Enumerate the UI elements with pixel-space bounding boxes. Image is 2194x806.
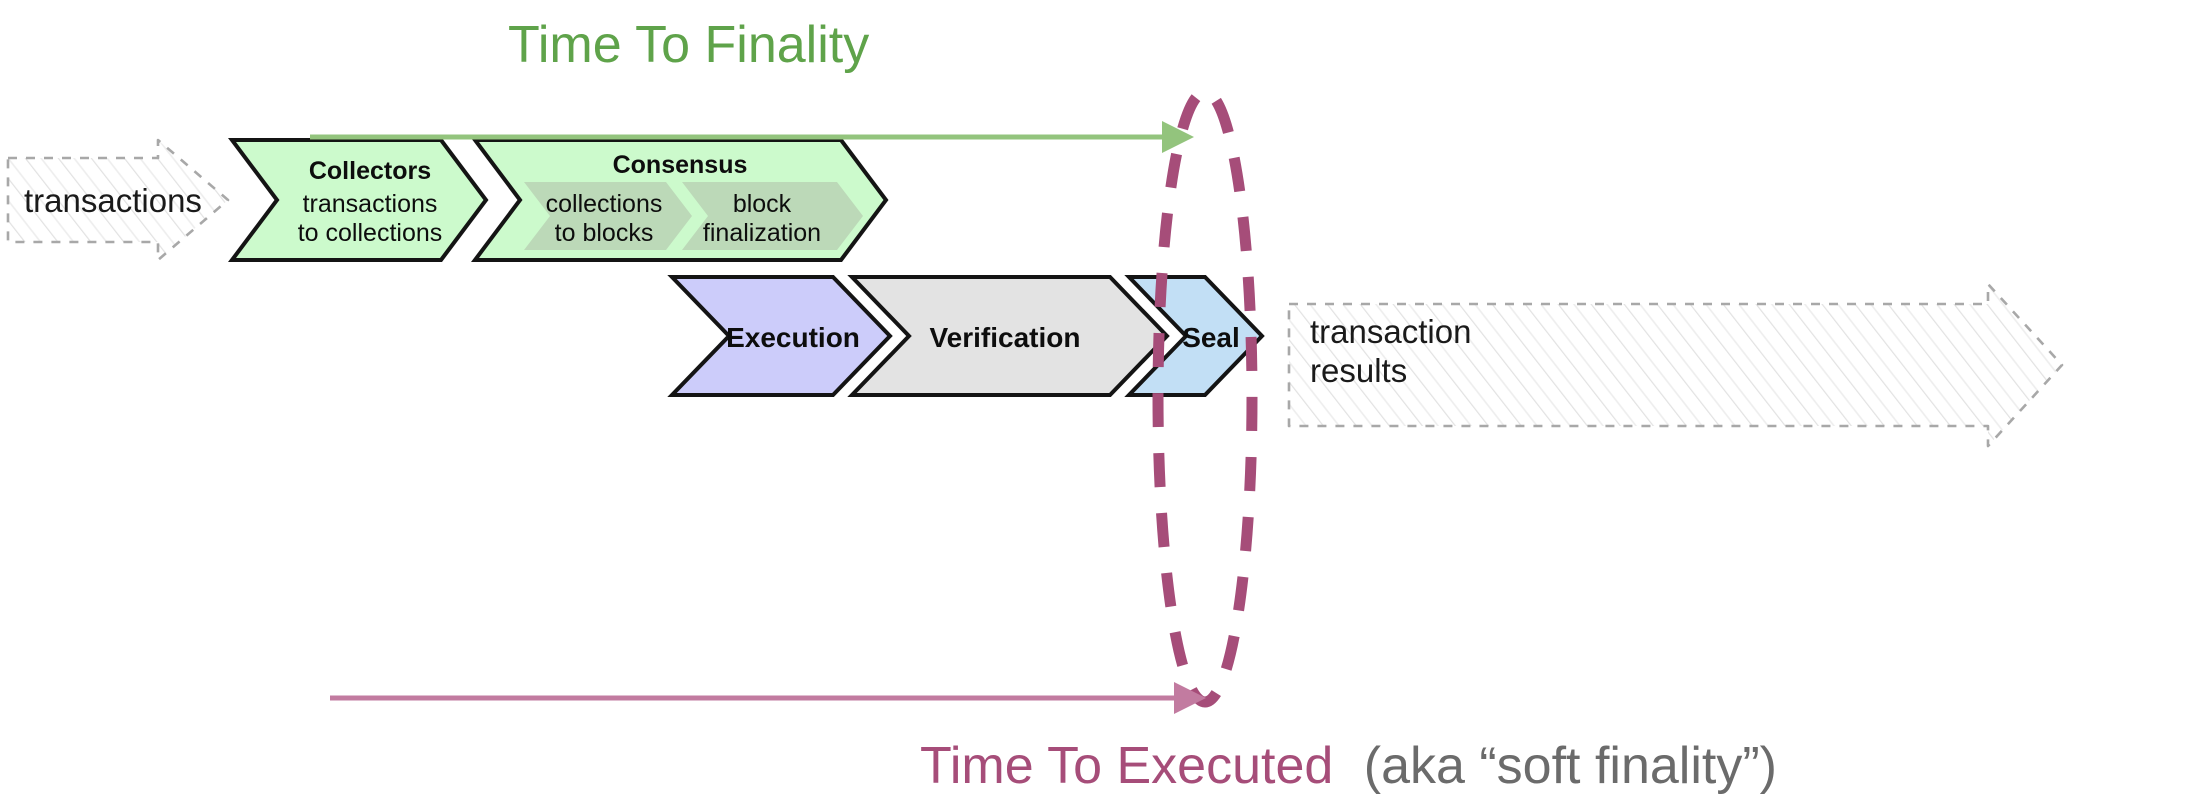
block-finalization-line1: block: [733, 190, 792, 218]
transaction-results-line1: transaction: [1310, 313, 1471, 350]
time-to-executed-title: Time To Executed: [920, 737, 1333, 795]
output-transaction-results-group: transaction results: [1287, 282, 2064, 448]
substage-collections-to-blocks[interactable]: collections to blocks: [524, 182, 692, 250]
verification-title: Verification: [930, 322, 1081, 353]
transactions-ghost-arrow: [6, 138, 230, 262]
stage-consensus[interactable]: Consensus collections to blocks block fi…: [471, 138, 889, 262]
soft-finality-note: (aka “soft finality”): [1364, 737, 1777, 795]
collectors-title: Collectors: [309, 157, 431, 185]
stage-execution[interactable]: Execution: [667, 275, 893, 397]
stage-verification[interactable]: Verification: [847, 275, 1170, 397]
input-transactions-group: transactions: [6, 138, 230, 262]
block-finalization-line2: finalization: [703, 219, 821, 247]
transactions-label: transactions: [24, 182, 202, 219]
verification-chevron-shape: [847, 275, 1170, 397]
execution-title: Execution: [726, 322, 860, 353]
time-to-executed-title-group: Time To Executed (aka “soft finality”): [920, 737, 1777, 795]
collectors-chevron-shape: [228, 138, 489, 262]
collections-to-blocks-line1: collections: [546, 190, 663, 218]
collections-to-blocks-line2: to blocks: [555, 219, 654, 247]
stage-collectors[interactable]: Collectors transactions to collections: [228, 138, 489, 262]
seal-title: Seal: [1182, 322, 1240, 353]
collectors-subtitle-line1: transactions: [303, 190, 438, 218]
time-to-finality-title: Time To Finality: [508, 16, 869, 74]
collectors-subtitle-line2: to collections: [298, 219, 443, 247]
block-finalization-shape: [682, 182, 863, 250]
execution-chevron-shape: [667, 275, 893, 397]
consensus-title: Consensus: [613, 151, 748, 179]
transaction-results-ghost-arrow: [1287, 282, 2064, 448]
substage-block-finalization[interactable]: block finalization: [682, 182, 863, 250]
collections-to-blocks-shape: [524, 182, 692, 250]
transaction-results-line2: results: [1310, 352, 1407, 389]
